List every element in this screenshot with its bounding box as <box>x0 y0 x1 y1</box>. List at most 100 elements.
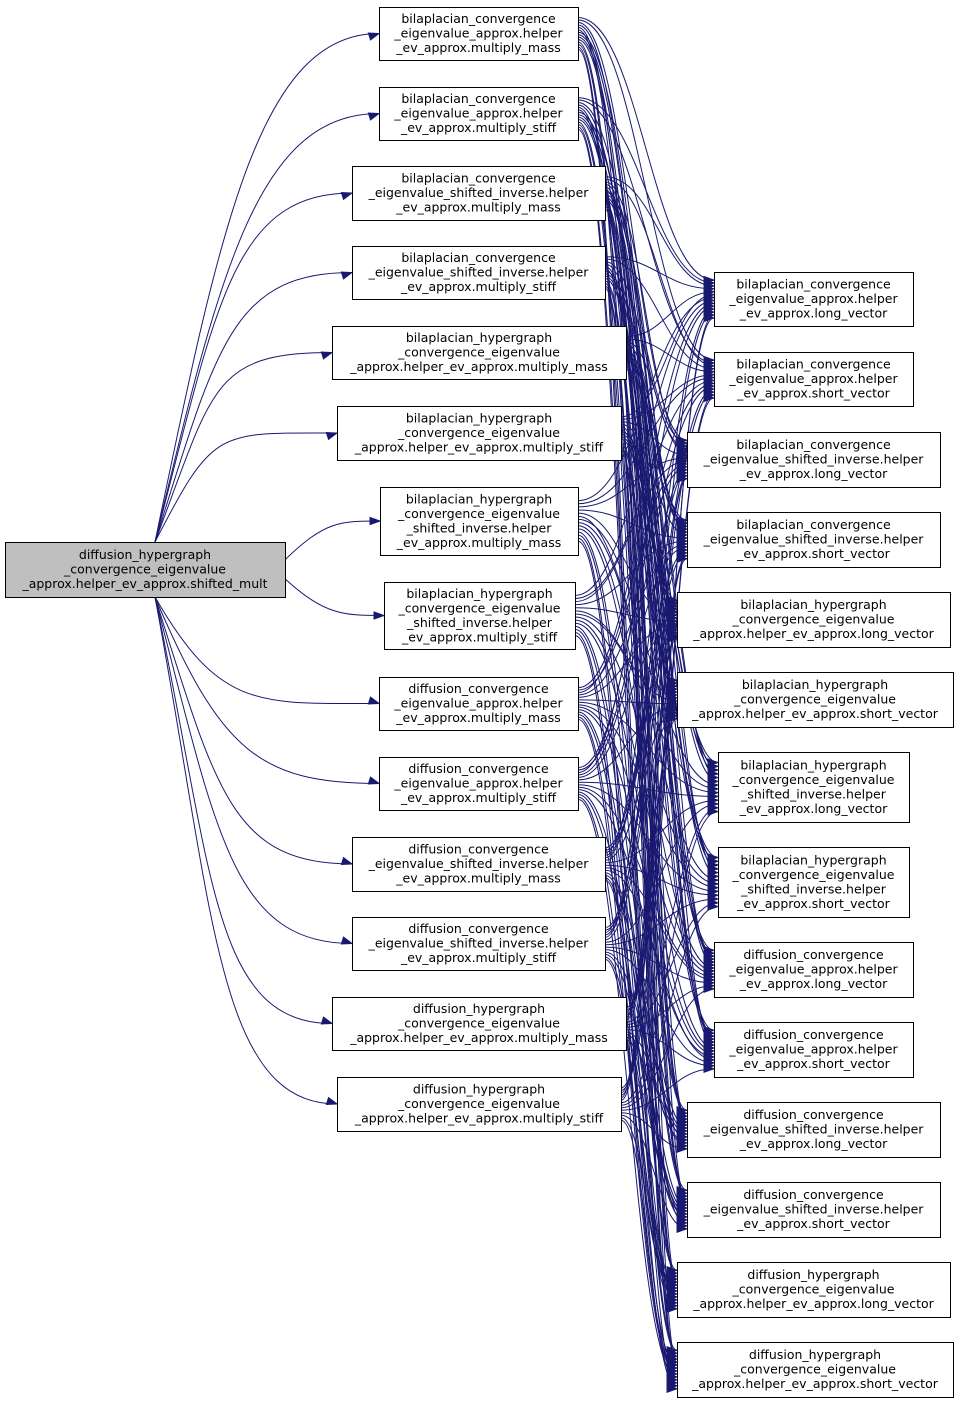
callee-node-11[interactable]: diffusion_convergence_eigenvalue_shifted… <box>352 837 606 892</box>
leaf-node-7[interactable]: bilaplacian_hypergraph_convergence_eigen… <box>718 752 910 823</box>
callee-node-4-box <box>352 246 606 300</box>
callee-node-4-label-line: _eigenvalue_shifted_inverse.helper <box>368 265 590 280</box>
callee-node-5-box <box>332 326 627 380</box>
edge-callee-10-to-leaf-11 <box>577 791 688 1138</box>
leaf-node-10-box <box>714 1022 914 1078</box>
callee-node-5[interactable]: bilaplacian_hypergraph_convergence_eigen… <box>332 326 627 380</box>
leaf-node-6[interactable]: bilaplacian_hypergraph_convergence_eigen… <box>677 672 954 728</box>
edge-callee-10-to-leaf-13 <box>577 796 678 1298</box>
callee-node-11-label-line: _eigenvalue_shifted_inverse.helper <box>368 856 590 871</box>
callee-node-3-box <box>352 166 606 221</box>
callee-node-1-label-line: bilaplacian_convergence <box>401 11 556 26</box>
edge-root-to-callee-7 <box>284 520 381 561</box>
callee-node-8[interactable]: bilaplacian_hypergraph_convergence_eigen… <box>384 582 576 650</box>
leaf-node-7-label-line: _ev_approx.long_vector <box>739 801 888 816</box>
root-node-label-line: _convergence_eigenvalue <box>63 562 226 577</box>
leaf-node-6-label-line: _convergence_eigenvalue <box>733 692 896 707</box>
callee-node-3[interactable]: bilaplacian_convergence_eigenvalue_shift… <box>352 166 606 221</box>
leaf-node-5-label-line: _approx.helper_ev_approx.long_vector <box>692 626 934 641</box>
leaf-node-1[interactable]: bilaplacian_convergence_eigenvalue_appro… <box>714 272 914 327</box>
edge-root-to-callee-11 <box>154 596 353 865</box>
callee-node-9[interactable]: diffusion_convergence_eigenvalue_approx.… <box>379 677 579 731</box>
root-node-label-line: diffusion_hypergraph <box>79 547 211 562</box>
callee-node-5-label-line: _convergence_eigenvalue <box>397 345 560 360</box>
callee-node-6-label-line: bilaplacian_hypergraph <box>406 411 552 426</box>
leaf-node-12[interactable]: diffusion_convergence_eigenvalue_shifted… <box>687 1182 941 1238</box>
callee-node-14-box <box>337 1077 622 1132</box>
leaf-node-5-label-line: bilaplacian_hypergraph <box>740 597 886 612</box>
leaf-node-14-label-line: diffusion_hypergraph <box>749 1347 881 1362</box>
callee-node-12-label-line: _ev_approx.multiply_stiff <box>400 950 557 965</box>
callee-node-1[interactable]: bilaplacian_convergence_eigenvalue_appro… <box>379 7 579 61</box>
edge-root-to-callee-4 <box>154 272 353 543</box>
leaf-node-2[interactable]: bilaplacian_convergence_eigenvalue_appro… <box>714 352 914 407</box>
edge-callee-7-to-leaf-14 <box>577 540 678 1369</box>
callee-node-14-label-line: _convergence_eigenvalue <box>397 1096 560 1111</box>
callee-node-7-box <box>380 487 579 556</box>
leaf-node-1-label-line: _ev_approx.long_vector <box>739 306 888 321</box>
leaf-node-10[interactable]: diffusion_convergence_eigenvalue_approx.… <box>714 1022 914 1078</box>
callee-node-6[interactable]: bilaplacian_hypergraph_convergence_eigen… <box>337 406 622 461</box>
callee-node-14-label-line: _approx.helper_ev_approx.multiply_stiff <box>354 1111 604 1126</box>
callee-node-14[interactable]: diffusion_hypergraph_convergence_eigenva… <box>337 1077 622 1132</box>
leaf-node-11-label-line: _ev_approx.long_vector <box>739 1136 888 1151</box>
callee-node-8-label-line: _convergence_eigenvalue <box>398 600 561 615</box>
callee-node-7-label-line: bilaplacian_hypergraph <box>406 491 552 506</box>
callee-node-7[interactable]: bilaplacian_hypergraph_convergence_eigen… <box>380 487 579 556</box>
edge-callee-14-to-leaf-8 <box>620 906 719 1106</box>
leaf-node-11[interactable]: diffusion_convergence_eigenvalue_shifted… <box>687 1102 941 1158</box>
callee-node-2[interactable]: bilaplacian_convergence_eigenvalue_appro… <box>379 87 579 141</box>
leaf-node-1-box <box>714 272 914 327</box>
leaf-node-8[interactable]: bilaplacian_hypergraph_convergence_eigen… <box>718 847 910 918</box>
edge-root-to-callee-2-arrowhead <box>367 112 381 121</box>
edge-callee-12-to-leaf-11 <box>604 951 688 1144</box>
edge-callee-10-to-leaf-5 <box>577 626 678 778</box>
root-node[interactable]: diffusion_hypergraph_convergence_eigenva… <box>5 542 286 598</box>
edge-callee-12-to-leaf-3 <box>604 472 688 933</box>
callee-node-12[interactable]: diffusion_convergence_eigenvalue_shifted… <box>352 917 606 971</box>
edge-callee-12-to-leaf-13 <box>604 956 678 1304</box>
edge-callee-12-to-leaf-1 <box>604 311 715 929</box>
leaf-node-3[interactable]: bilaplacian_convergence_eigenvalue_shift… <box>687 432 941 488</box>
edge-callee-11-to-leaf-8 <box>604 864 719 896</box>
callee-node-10[interactable]: diffusion_convergence_eigenvalue_approx.… <box>379 757 579 811</box>
edge-callee-12-to-leaf-7 <box>604 803 719 943</box>
edge-callee-5-to-leaf-2 <box>625 338 715 373</box>
edge-root-to-callee-8-arrowhead <box>373 611 386 620</box>
callee-node-11-label-line: _ev_approx.multiply_mass <box>395 871 560 886</box>
edge-callee-5-to-leaf-4 <box>625 343 688 533</box>
edge-callee-5-to-leaf-1 <box>625 291 715 338</box>
edge-callee-12-to-leaf-14 <box>604 958 678 1384</box>
leaf-node-9-box <box>714 942 914 998</box>
edge-root-to-callee-13 <box>154 596 333 1024</box>
edge-callee-10-to-leaf-6 <box>577 706 678 781</box>
callee-node-8-box <box>384 582 576 650</box>
leaf-node-1-label-line: bilaplacian_convergence <box>736 277 891 292</box>
callee-node-13[interactable]: diffusion_hypergraph_convergence_eigenva… <box>332 997 627 1051</box>
edge-callee-4-to-leaf-3 <box>604 260 688 450</box>
callee-node-13-box <box>332 997 627 1051</box>
leaf-node-4[interactable]: bilaplacian_convergence_eigenvalue_shift… <box>687 512 941 568</box>
callee-node-8-label-line: _shifted_inverse.helper <box>406 615 553 630</box>
callee-node-9-label-line: _eigenvalue_approx.helper <box>393 696 563 711</box>
leaf-node-12-label-line: _ev_approx.short_vector <box>736 1216 890 1231</box>
edge-callee-7-to-leaf-10 <box>577 528 715 1049</box>
edge-callee-14-to-leaf-7-arrowhead <box>707 807 720 816</box>
edge-root-to-callee-5-arrowhead <box>320 351 334 360</box>
leaf-node-9[interactable]: diffusion_convergence_eigenvalue_approx.… <box>714 942 914 998</box>
leaf-node-5[interactable]: bilaplacian_hypergraph_convergence_eigen… <box>677 592 951 648</box>
edge-callee-10-to-leaf-9 <box>577 786 715 978</box>
leaf-node-9-label-line: _ev_approx.long_vector <box>739 976 888 991</box>
edge-callee-9-to-leaf-3 <box>577 463 688 693</box>
edge-root-to-callee-13-arrowhead <box>320 1016 334 1025</box>
leaf-node-14[interactable]: diffusion_hypergraph_convergence_eigenva… <box>677 1342 954 1398</box>
callee-node-8-label-line: _ev_approx.multiply_stiff <box>401 629 558 644</box>
leaf-node-13[interactable]: diffusion_hypergraph_convergence_eigenva… <box>677 1262 951 1318</box>
callee-node-2-label-line: _ev_approx.multiply_stiff <box>400 120 557 135</box>
callee-node-4[interactable]: bilaplacian_convergence_eigenvalue_shift… <box>352 246 606 300</box>
leaf-node-12-box <box>687 1182 941 1238</box>
leaf-node-2-label-line: bilaplacian_convergence <box>736 357 891 372</box>
leaf-node-9-label-line: _eigenvalue_approx.helper <box>728 962 898 977</box>
leaf-node-13-box <box>677 1262 951 1318</box>
edge-callee-14-to-leaf-4-arrowhead <box>676 554 689 564</box>
